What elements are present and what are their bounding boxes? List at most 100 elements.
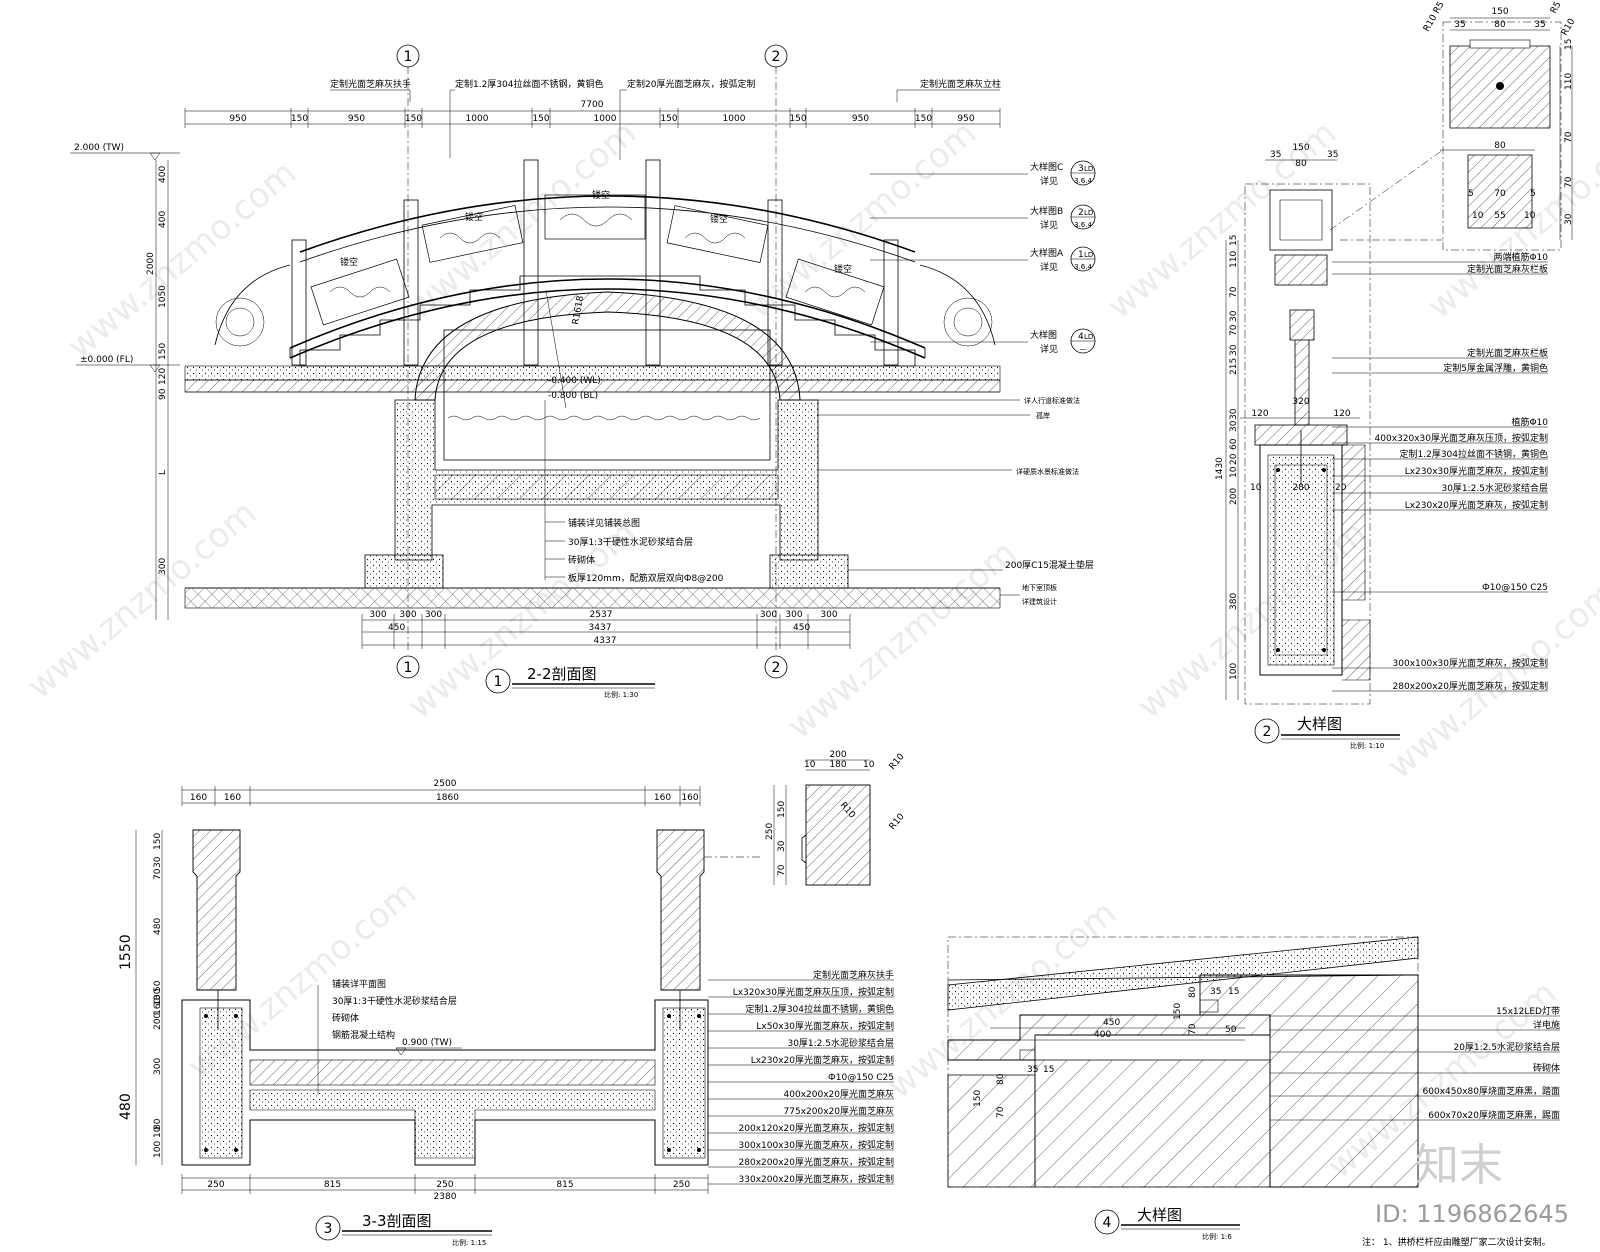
s33-label: 775x200x20厚光面芝麻灰 xyxy=(784,1105,894,1117)
detail-ref-page: 3.6.4 xyxy=(1074,177,1092,185)
dim-inset: 35 xyxy=(1454,20,1465,30)
dim-top: 1000 xyxy=(594,114,617,124)
detail-label: 定制光面芝麻灰栏板 xyxy=(1467,263,1548,275)
dim-bottom: 3437 xyxy=(589,623,612,633)
detail-scale: 比例: 1:10 xyxy=(1350,741,1384,750)
dim-bottom-s33: 250 xyxy=(673,1180,690,1190)
dim-bottom-s33: 250 xyxy=(436,1180,453,1190)
dim-d2: 10 xyxy=(1250,483,1262,493)
s33-label: 330x200x20厚光面芝麻灰，按弧定制 xyxy=(739,1173,894,1185)
dim-top: 1000 xyxy=(466,114,489,124)
section-scale-s33: 比例: 1:15 xyxy=(452,1238,486,1247)
label-radius: R10 xyxy=(1422,13,1440,34)
dim-bottom: 300 xyxy=(425,610,442,620)
d4-label: 600x450x80厚烧面芝麻黑，踏面 xyxy=(1423,1085,1560,1097)
detail-ref-label: 大样图C xyxy=(1030,161,1063,173)
dim-left: 2000 xyxy=(146,252,156,275)
dim-left: 150 xyxy=(158,343,168,360)
dim-left-s33: 50 xyxy=(153,980,163,992)
dim-bottom: 450 xyxy=(388,623,405,633)
detail-title-4: 大样图 xyxy=(1137,1206,1182,1224)
note-brick: 砖砌体 xyxy=(568,554,595,566)
label-radius: R10 xyxy=(1560,17,1578,38)
dim-inset3: 200 xyxy=(829,750,846,760)
s33-label: 200x120x20厚光面芝麻灰，按弧定制 xyxy=(739,1122,894,1134)
detail-ref-label: 大样图A xyxy=(1030,247,1064,259)
brand-id: ID: 1196862645 xyxy=(1375,1200,1569,1228)
label-post: 定制光面芝麻灰立柱 xyxy=(920,78,1001,90)
watermark-text: www.znzmo.com xyxy=(1130,513,1374,727)
dim-total-1550: 1550 xyxy=(118,934,134,970)
detail-ref-number: 4 xyxy=(1078,332,1084,342)
axis-label-bottom-2: 2 xyxy=(772,660,781,676)
detail-label: Lx230x30厚光面芝麻灰，按弧定制 xyxy=(1405,465,1548,477)
dim-inset: 110 xyxy=(1564,73,1574,90)
dim-inset3: 10 xyxy=(804,760,816,770)
dim-total-480: 480 xyxy=(118,1093,134,1120)
dim-top: 150 xyxy=(532,114,549,124)
dim-d2: 320 xyxy=(1292,397,1309,407)
note-paving: 铺装详见铺装总图 xyxy=(568,517,640,529)
dim-top: 150 xyxy=(660,114,677,124)
detail-ref-number: 1 xyxy=(1078,250,1084,260)
detail-ref-number: 2 xyxy=(1078,208,1084,218)
dim-d4: 50 xyxy=(1225,1025,1237,1035)
elev-bl: -0.800 (BL) xyxy=(548,391,598,401)
detail-label: 30厚1:2.5水泥砂浆结合层 xyxy=(1441,482,1548,494)
s33-label: 400x200x20厚光面芝麻灰 xyxy=(784,1088,894,1100)
dim-left: 400 xyxy=(158,166,168,183)
note-mortar-s33: 30厚1:3干硬性水泥砂浆结合层 xyxy=(332,995,457,1007)
s33-label: 定制光面芝麻灰扶手 xyxy=(813,969,894,981)
dim-d2: 20 xyxy=(1335,483,1347,493)
label-hollow: 镂空 xyxy=(340,256,358,268)
dim-top: 950 xyxy=(957,114,974,124)
dim-inset3: 10 xyxy=(863,760,875,770)
dim-d4: 70 xyxy=(996,1106,1006,1118)
dim-top-s33: 1860 xyxy=(436,793,459,803)
watermark-text: www.znzmo.com xyxy=(740,113,984,327)
section-scale: 比例: 1:30 xyxy=(604,690,638,699)
dim-d2: 15 xyxy=(1229,235,1239,246)
s33-label: Lx230x20厚光面芝麻灰，按弧定制 xyxy=(751,1054,894,1066)
dim-top: 150 xyxy=(789,114,806,124)
label-hollow: 镂空 xyxy=(710,213,728,225)
dim-bottom-total-s33: 2380 xyxy=(434,1192,457,1202)
s33-label: 30厚1:2.5水泥砂浆结合层 xyxy=(787,1037,894,1049)
dim-d4: 150 xyxy=(973,1090,983,1107)
dim-bottom: 300 xyxy=(785,610,802,620)
railing-posts xyxy=(291,159,899,366)
detail-label: 定制5厚金属浮雕，黄铜色 xyxy=(1443,362,1548,374)
dim-bottom: 300 xyxy=(399,610,416,620)
dim-top-s33: 160 xyxy=(654,793,671,803)
detail-label: 定制光面芝麻灰栏板 xyxy=(1467,347,1548,359)
dim-bottom-s33: 250 xyxy=(207,1180,224,1190)
dim-d2: 30 xyxy=(1229,310,1239,322)
dim-inset: 80 xyxy=(1494,141,1506,151)
dim-bottom: 300 xyxy=(760,610,777,620)
dim-d2: 30 xyxy=(1229,408,1239,420)
detail-number-4: 4 xyxy=(1103,1215,1112,1231)
label-hollow: 镂空 xyxy=(834,263,852,275)
dim-bottom-total: 4337 xyxy=(594,636,617,646)
s33-label: Lx320x30厚光面芝麻灰压顶，按弧定制 xyxy=(733,986,894,998)
section-2-2: 1 2 1 2 定制光面芝麻灰扶手 定制1.2厚304拉丝面不锈钢，黄铜色 定制… xyxy=(70,44,1096,699)
dim-bottom: 300 xyxy=(820,610,837,620)
brand-logo: 知末 xyxy=(1415,1140,1503,1191)
label-radius: R10 xyxy=(888,752,907,772)
dim-top: 150 xyxy=(291,114,308,124)
axis-label-bottom-1: 1 xyxy=(404,660,413,676)
s33-label: 定制1.2厚304拉丝面不锈钢，黄铜色 xyxy=(746,1003,895,1015)
detail-ref-see: 详见 xyxy=(1040,175,1058,187)
drawing-note: 注： 1、拱桥栏杆应由雕塑厂家二次设计安制。 xyxy=(1362,1236,1551,1248)
label-radius: R5 xyxy=(1432,0,1447,15)
dim-left: 120 xyxy=(158,368,168,385)
dim-d4: 80 xyxy=(996,1073,1006,1085)
dim-d2: 100 xyxy=(1229,663,1239,680)
dim-left-s33: 80 xyxy=(153,1118,163,1130)
dim-d2: 120 xyxy=(1333,409,1350,419)
note-arch-design: 详建筑设计 xyxy=(1022,597,1057,606)
label-radius: R5 xyxy=(1549,0,1564,15)
detail-ref-see: 详见 xyxy=(1040,343,1058,355)
dim-inset3: 30 xyxy=(777,840,787,852)
